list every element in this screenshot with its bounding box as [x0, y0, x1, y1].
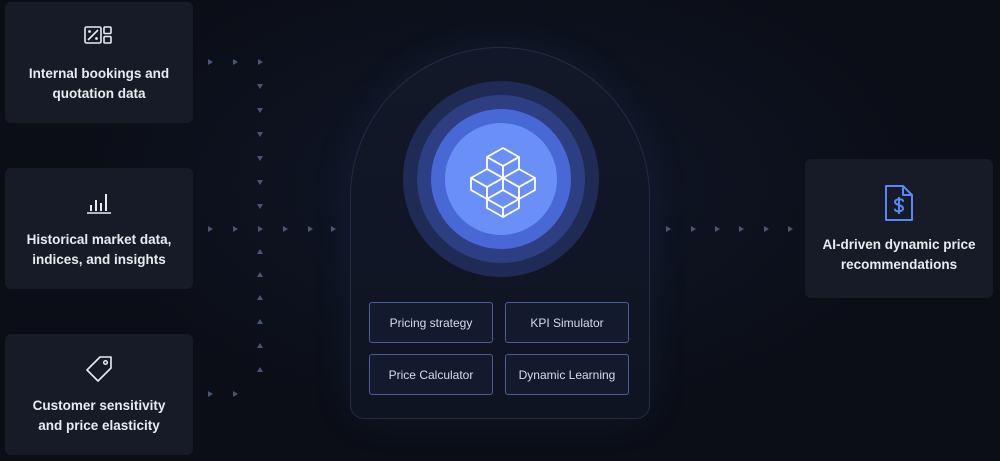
flow-arrowhead — [257, 272, 263, 277]
flow-arrowhead — [257, 367, 263, 372]
flow-arrowhead — [257, 108, 263, 113]
flow-arrowhead — [208, 391, 213, 397]
flow-arrowhead — [257, 343, 263, 348]
flow-arrowhead — [257, 180, 263, 185]
percent-document-icon — [84, 22, 114, 52]
input-label: Customer sensitivity and price elasticit… — [32, 397, 166, 433]
flow-arrowhead — [257, 132, 263, 137]
flow-arrowhead — [257, 295, 263, 300]
input-card-customer-sensitivity: Customer sensitivity and price elasticit… — [5, 334, 193, 455]
flow-arrowhead — [691, 226, 696, 232]
flow-arrowhead — [257, 249, 263, 254]
input-label: Historical market data, indices, and ins… — [26, 231, 172, 267]
flow-arrowhead — [233, 226, 238, 232]
bar-chart-icon — [84, 188, 114, 218]
flow-arrowhead — [715, 226, 720, 232]
input-card-internal-bookings: Internal bookings and quotation data — [5, 2, 193, 123]
isometric-s-logo-icon — [470, 147, 536, 218]
flow-arrowhead — [331, 226, 336, 232]
output-label: AI-driven dynamic price recommendations — [822, 236, 976, 272]
module-kpi-simulator-button[interactable]: KPI Simulator — [505, 302, 629, 343]
price-tag-icon — [84, 354, 114, 384]
flow-arrowhead — [257, 156, 263, 161]
flow-arrowhead — [257, 204, 263, 209]
input-card-historical-market: Historical market data, indices, and ins… — [5, 168, 193, 289]
module-dynamic-learning-button[interactable]: Dynamic Learning — [505, 354, 629, 395]
flow-arrowhead — [258, 226, 263, 232]
flow-arrowhead — [764, 226, 769, 232]
module-price-calculator-button[interactable]: Price Calculator — [369, 354, 493, 395]
flow-arrowhead — [308, 226, 313, 232]
flow-arrowhead — [788, 226, 793, 232]
flow-arrowhead — [257, 319, 263, 324]
flow-arrowhead — [258, 59, 263, 65]
flow-arrowhead — [208, 59, 213, 65]
flow-arrowhead — [739, 226, 744, 232]
flow-arrowhead — [257, 84, 263, 89]
flow-arrowhead — [233, 391, 238, 397]
output-card-price-recommendations: AI-driven dynamic price recommendations — [805, 159, 993, 298]
flow-arrowhead — [283, 226, 288, 232]
module-pricing-strategy-button[interactable]: Pricing strategy — [369, 302, 493, 343]
flow-arrowhead — [666, 226, 671, 232]
input-label: Internal bookings and quotation data — [28, 65, 170, 101]
flow-arrowhead — [233, 59, 238, 65]
dollar-document-icon — [882, 183, 916, 223]
flow-arrowhead — [208, 226, 213, 232]
